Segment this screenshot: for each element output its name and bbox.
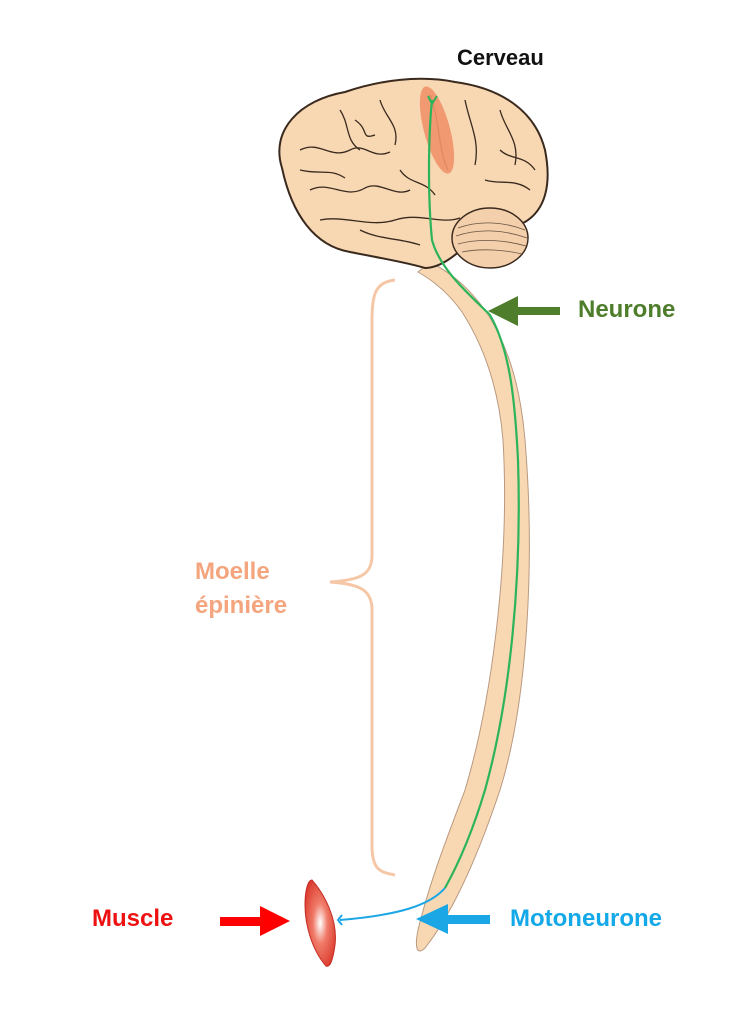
muscle-arrow (220, 906, 290, 936)
spinal-cord-brace (329, 278, 396, 877)
spinal-cord-label-line1: Moelle (195, 558, 270, 585)
motor-neuron (339, 887, 446, 921)
motor-neuron-label: Motoneurone (510, 905, 662, 932)
brain-label: Cerveau (457, 45, 544, 70)
spinal-cord-label: Moelle épinière (195, 555, 287, 623)
neuron-label: Neurone (578, 296, 676, 323)
brain (278, 77, 549, 270)
upper-neuron (427, 99, 520, 889)
brain-folds (299, 94, 536, 246)
neuron-arrow (488, 296, 560, 326)
spinal-cord-label-line2: épinière (195, 592, 288, 619)
motor-cortex (419, 86, 455, 174)
muscle (304, 879, 336, 967)
spinal-cord (415, 261, 530, 952)
motor-neuron-arrow (416, 904, 490, 934)
cerebellum (451, 207, 529, 269)
muscle-label: Muscle (92, 905, 174, 932)
